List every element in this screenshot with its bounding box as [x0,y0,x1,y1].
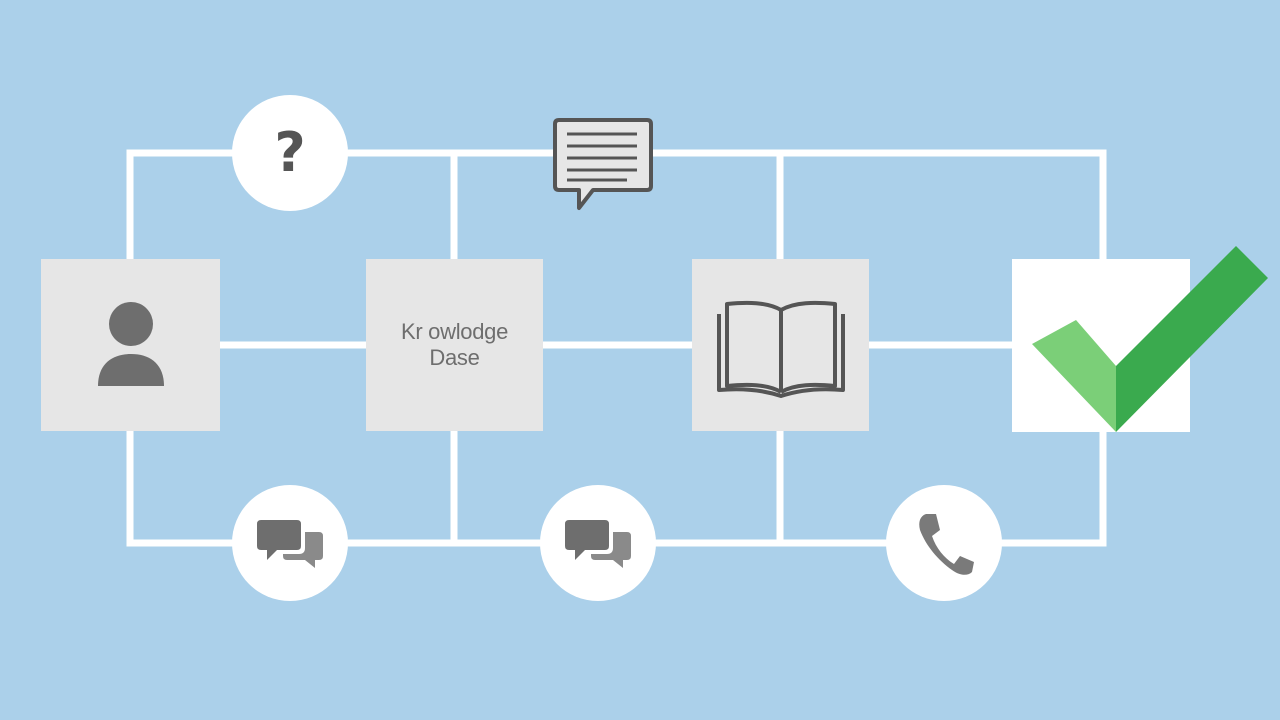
knowledge-base-label-line1: Kr owlodge [400,319,509,344]
knowledge-base-node[interactable]: Kr owlodge Dase [366,259,543,431]
user-icon [97,302,164,386]
question-mark-icon: ? [274,121,306,184]
chat-marker-1[interactable] [232,485,348,601]
message-bubble-icon[interactable] [553,116,653,212]
book-node[interactable] [692,259,869,431]
chat-marker-2[interactable] [540,485,656,601]
knowledge-base-label: Kr owlodge Dase [401,319,508,371]
knowledge-base-label-line2: Dase [429,345,480,370]
question-marker[interactable]: ? [232,95,348,211]
phone-icon [919,514,974,575]
chat-bubbles-icon [257,520,323,568]
checkmark-icon [1032,246,1268,432]
chat-bubbles-icon [565,520,631,568]
phone-marker[interactable] [886,485,1002,601]
user-node[interactable] [41,259,220,431]
open-book-icon [716,300,845,398]
